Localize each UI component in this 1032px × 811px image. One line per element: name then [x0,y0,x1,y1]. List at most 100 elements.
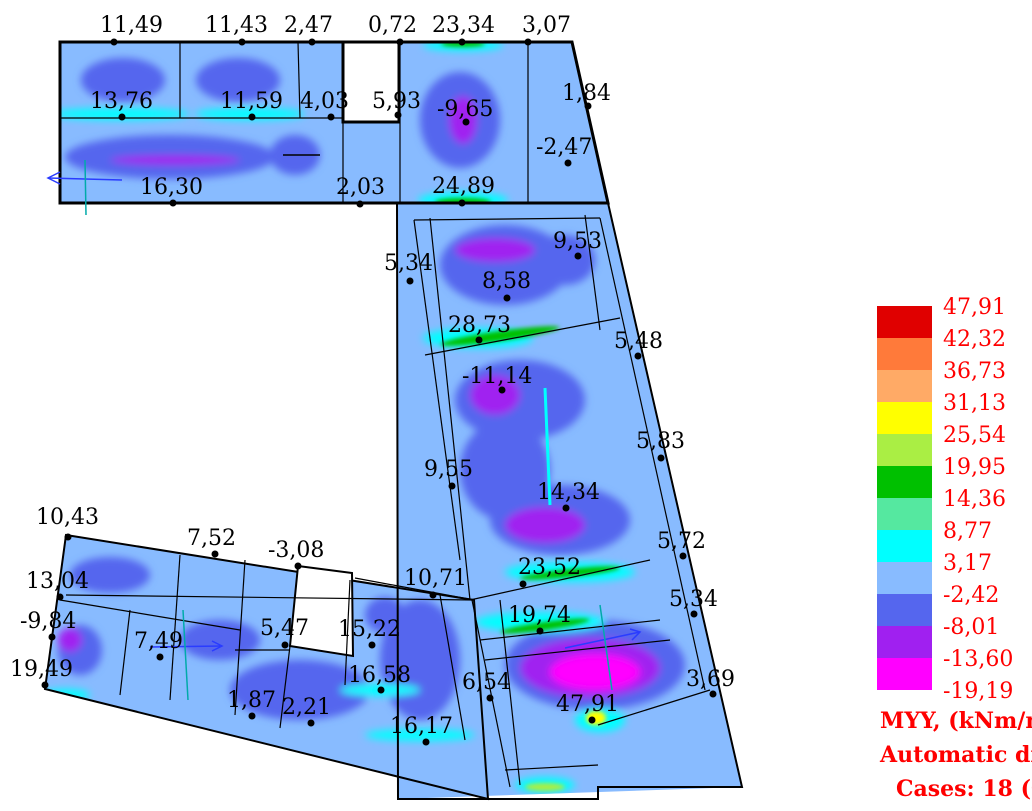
value-point-v19 [503,294,511,302]
value-label-v37: 5,47 [260,616,309,641]
value-point-v32 [519,580,527,588]
value-label-v21: 5,48 [614,329,663,354]
value-point-v18 [406,277,414,285]
value-label-v4: 0,72 [368,13,417,38]
legend-value-10: -8,01 [943,615,999,640]
value-point-v35 [536,627,544,635]
value-label-v33: 5,34 [669,587,718,612]
value-label-v2: 11,43 [205,13,268,38]
value-label-v39: 19,49 [10,657,73,682]
value-label-v36: 7,49 [134,629,183,654]
legend-swatch-11 [877,658,932,690]
legend-swatch-3 [877,402,932,434]
value-label-v43: 47,91 [556,692,619,717]
value-point-v1 [110,38,118,46]
legend-swatch-5 [877,466,932,498]
legend-swatch-10 [877,626,932,658]
legend-swatch-0 [877,306,932,338]
value-label-v7: 13,76 [90,89,153,114]
value-point-v25 [562,504,570,512]
value-label-v3: 2,47 [284,13,333,38]
value-point-v14 [169,199,177,207]
legend-swatch-8 [877,562,932,594]
value-label-v17: 9,53 [553,229,602,254]
legend-value-0: 47,91 [943,295,1006,320]
value-label-v42: 3,69 [686,667,735,692]
value-label-v23: 5,83 [636,429,685,454]
value-point-v23 [657,454,665,462]
value-point-v37 [281,641,289,649]
legend-swatch-7 [877,530,932,562]
legend-value-2: 36,73 [943,359,1006,384]
value-point-v46 [422,738,430,746]
value-point-v2 [238,38,246,46]
local-axis-markers [46,154,642,701]
legend-direction: Automatic direction [879,742,1032,768]
legend-swatch-9 [877,594,932,626]
legend-swatch-6 [877,498,932,530]
legend-value-6: 14,36 [943,487,1006,512]
value-label-v24: 9,55 [424,457,473,482]
value-label-v22: -11,14 [462,364,532,389]
value-point-v28 [294,562,302,570]
value-point-v42 [709,690,717,698]
value-label-v20: 28,73 [448,313,511,338]
value-label-v38: 15,22 [338,617,401,642]
value-label-v28: -3,08 [268,538,324,563]
value-point-v15 [356,200,364,208]
legend-value-9: -2,42 [943,583,999,608]
value-point-v8 [248,113,256,121]
value-point-v24 [448,482,456,490]
legend-value-5: 19,95 [943,455,1006,480]
value-label-v27: 7,52 [187,526,236,551]
legend-value-8: 3,17 [943,551,992,576]
value-point-v7 [118,113,126,121]
value-label-v44: 1,87 [227,688,276,713]
legend-title: MYY, (kNm/m) [880,708,1032,734]
value-point-v6 [524,38,532,46]
value-point-v20 [475,336,483,344]
legend-value-7: 8,77 [943,519,992,544]
value-label-v10: 5,93 [372,89,421,114]
value-label-v8: 11,59 [220,89,283,114]
value-point-v36 [156,653,164,661]
value-point-v10 [394,111,402,119]
legend: 47,91 42,32 36,73 31,13 25,54 19,95 14,36 8,77 3… [877,295,1032,802]
legend-value-1: 42,32 [943,327,1006,352]
value-point-v45 [307,719,315,727]
value-point-v27 [211,550,219,558]
value-label-v30: 13,04 [26,569,89,594]
value-point-v21 [634,352,642,360]
value-point-v40 [377,686,385,694]
value-point-v12 [584,102,592,110]
value-point-v9 [327,113,335,121]
legend-swatch-4 [877,434,932,466]
value-label-v16: 24,89 [432,174,495,199]
value-point-v3 [308,38,316,46]
legend-value-4: 25,54 [943,423,1006,448]
legend-value-12: -19,19 [943,679,1013,704]
value-point-v22 [498,386,506,394]
value-label-v46: 16,17 [390,714,453,739]
value-point-v43 [588,716,596,724]
value-label-v19: 8,58 [482,269,531,294]
value-label-v40: 16,58 [348,663,411,688]
value-label-v26: 10,43 [36,505,99,530]
legend-value-11: -13,60 [943,647,1013,672]
value-point-v41 [486,694,494,702]
value-point-v34 [48,633,56,641]
value-label-v35: 19,74 [508,603,571,628]
value-point-v5 [458,38,466,46]
value-label-v15: 2,03 [336,175,385,200]
value-point-v30 [56,593,64,601]
legend-swatch-2 [877,370,932,402]
value-label-v18: 5,34 [384,251,433,276]
contour-top-wing [60,42,608,203]
value-point-v31 [429,591,437,599]
legend-value-3: 31,13 [943,391,1006,416]
value-label-v45: 2,21 [282,695,331,720]
value-label-v11: -9,65 [437,97,493,122]
value-label-v6: 3,07 [522,13,571,38]
